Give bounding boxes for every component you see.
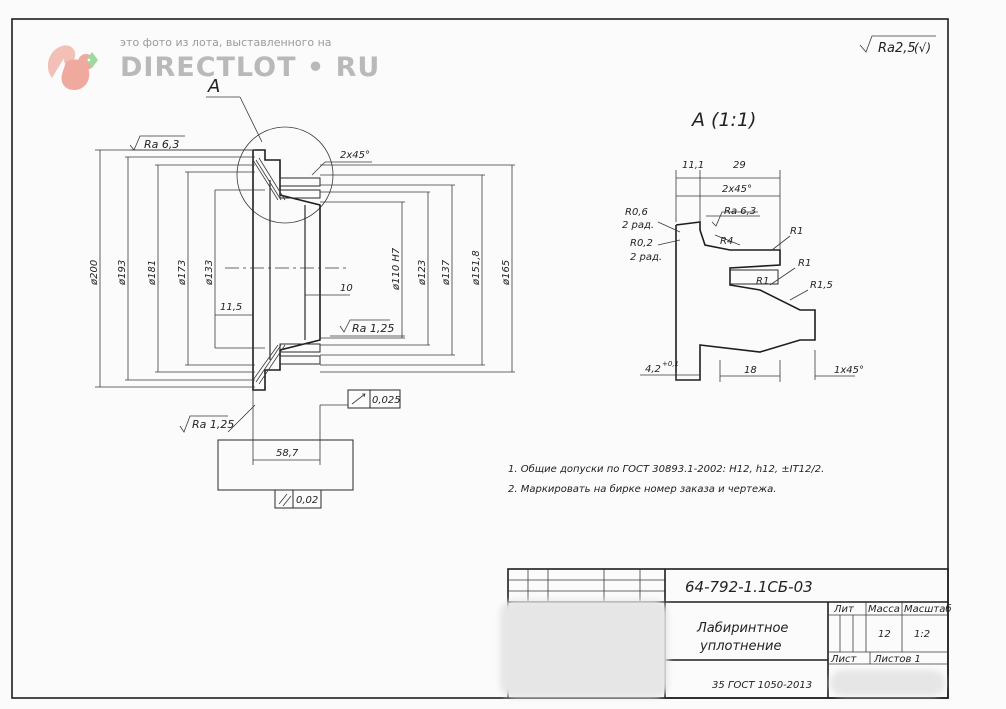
main-ra125-left: Ra 1,25: [192, 418, 234, 431]
detail-chamfer: 2x45°: [722, 184, 752, 195]
detail-chamfer2: 1x45°: [834, 365, 864, 376]
detail-d29: 29: [733, 160, 746, 171]
tb-lit-header: Лит: [833, 604, 855, 615]
detail-d111: 11,1: [682, 160, 704, 171]
dim-d123: ø123: [417, 260, 428, 286]
detail-view-a: [640, 170, 855, 382]
note-1: 1. Общие допуски по ГОСТ 30893.1-2002: H…: [508, 463, 824, 475]
dim-d193: ø193: [117, 260, 128, 286]
detail-title: A (1:1): [690, 109, 756, 131]
note-2: 2. Маркировать на бирке номер заказа и ч…: [508, 483, 776, 495]
detail-d42-tol: +0,1: [662, 360, 679, 368]
general-roughness-mark: (√): [914, 41, 931, 55]
dim-d165: ø165: [501, 260, 512, 286]
dim-d110: ø110 H7: [391, 247, 402, 291]
dim-d133: ø133: [204, 260, 215, 286]
detail-d42: 4,2: [645, 364, 661, 375]
tb-scale-value: 1:2: [914, 629, 930, 640]
watermark-brand: DIRECTLOT • RU: [120, 52, 381, 83]
tb-mass-value: 12: [878, 629, 891, 640]
sheet-frame: [11, 18, 949, 699]
detail-ra63: Ra 6,3: [724, 206, 756, 217]
dim-10: 10: [340, 283, 353, 294]
dim-d200: ø200: [89, 260, 100, 286]
detail-r02-count: 2 рад.: [630, 252, 662, 263]
detail-d18: 18: [744, 365, 757, 376]
dim-115: 11,5: [220, 302, 242, 313]
parallel-value: 0,02: [296, 495, 318, 506]
main-chamfer: 2x45°: [340, 150, 370, 161]
detail-r06-count: 2 рад.: [622, 220, 654, 231]
dim-587: 58,7: [276, 448, 299, 459]
detail-r15: R1,5: [810, 280, 833, 291]
detail-r1c: R1: [798, 258, 811, 269]
dim-d137: ø137: [441, 259, 452, 286]
detail-r02: R0,2: [630, 238, 653, 249]
tb-scale-header: Масштаб: [904, 603, 952, 615]
watermark-caption: это фото из лота, выставленного на: [120, 36, 332, 49]
detail-r1a: R1: [790, 226, 803, 237]
tb-mass-header: Масса: [868, 604, 900, 615]
tb-material: 35 ГОСТ 1050-2013: [712, 680, 812, 691]
tb-name-line2: уплотнение: [699, 639, 781, 654]
dim-d173: ø173: [177, 260, 188, 286]
general-roughness: Ra2,5 (√): [859, 35, 936, 56]
main-ra63: Ra 6,3: [144, 138, 179, 151]
tb-sheets-label: Листов 1: [873, 654, 921, 665]
redacted-organization: [830, 670, 945, 696]
detail-r4: R4: [720, 236, 733, 247]
dim-d181: ø181: [147, 260, 158, 286]
redacted-signatures: [500, 600, 668, 698]
detail-r1b: R1: [756, 276, 769, 287]
dim-d1518: ø151,8: [471, 250, 482, 286]
detail-r06: R0,6: [625, 207, 648, 218]
main-ra125-right: Ra 1,25: [352, 322, 394, 335]
general-roughness-text: Ra2,5: [878, 41, 916, 56]
squirrel-logo-icon: [47, 45, 98, 90]
tb-sheet-label: Лист: [830, 654, 858, 665]
main-section-view: [95, 135, 515, 509]
runout-value: 0,025: [372, 395, 401, 406]
view-label-text: A: [207, 76, 220, 97]
tb-name-line1: Лабиринтное: [696, 621, 788, 636]
tb-designation: 64-792-1.1СБ-03: [685, 578, 813, 596]
